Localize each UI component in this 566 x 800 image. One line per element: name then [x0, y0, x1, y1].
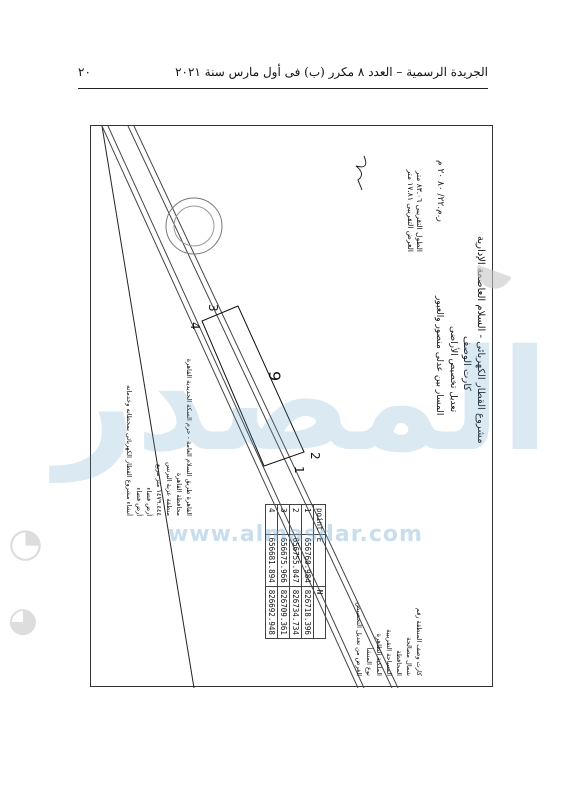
boundary-line [101, 126, 195, 688]
info-label: نوع المنشأ [365, 647, 373, 676]
publication-title: الجريدة الرسمية – العدد ٨ مكرر (ب) فى أو… [175, 65, 488, 79]
width-label: العرض التقريبى [406, 203, 415, 252]
watermark-grey-mark: ◕ [8, 600, 38, 640]
info-label: كارت وصف المنطقة رقم [415, 607, 423, 676]
info-label: الغرض من تعديل التخصيص [355, 602, 363, 676]
width-value: ١٧.٨١ [406, 182, 415, 201]
parcel-outline [201, 305, 305, 467]
table-cell: 826709.361 [277, 586, 290, 639]
table-cell: 826718.396 [301, 586, 314, 639]
rail-line [101, 126, 359, 688]
width-unit: متر [406, 169, 415, 180]
width-line: العرض التقريبى ١٧.٨١ متر [406, 132, 415, 252]
handwritten-code: ر.م.٢٢/ ٨٠ ٢٠ م [435, 160, 445, 222]
length-label: الطول التقريبى [415, 204, 424, 252]
table-cell: 826734.734 [289, 586, 302, 639]
info-labels: كارت وصف المنطقة رقم شمال مصالحة المحافظ… [354, 536, 424, 676]
watermark-logo-text: المصدر [55, 320, 553, 483]
watermark-grey-mark: ◔ [8, 520, 43, 566]
rail-line [127, 126, 393, 688]
length-unit: متر [415, 170, 424, 182]
rail-line [133, 126, 399, 688]
map-drawing: ر.م.٢٢/ ٨٠ ٢٠ م [101, 126, 445, 688]
info-label: شمال مصالحة [405, 637, 413, 676]
info-label: الملكية الظاهرة [375, 633, 383, 676]
point-label-3: 3 [206, 304, 220, 312]
table-header: N [313, 586, 326, 639]
info-label: المساحة التقريبية [385, 629, 393, 676]
watermark-url: www.almasdar.com [168, 522, 423, 547]
table-cell: 826692.948 [265, 586, 278, 639]
page-number: ٢٠ [78, 65, 91, 79]
dimensions-block: الطول التقريبى ٨٣.٠٦ متر العرض التقريبى … [406, 132, 424, 252]
signature [355, 155, 367, 191]
map-frame: ر.م.٢٢/ ٨٠ ٢٠ م مشروع القطار الكهربائى -… [90, 125, 494, 688]
info-label: المحافظة [395, 650, 403, 676]
length-value: ٨٣.٠٦ [415, 183, 424, 203]
official-seal [165, 197, 223, 255]
length-line: الطول التقريبى ٨٣.٠٦ متر [415, 132, 424, 252]
rail-line [107, 126, 365, 688]
official-seal-inner [173, 205, 215, 247]
header-rule [78, 88, 488, 89]
page-header: ٢٠ الجريدة الرسمية – العدد ٨ مكرر (ب) فى… [78, 62, 488, 82]
map-sheet: ر.م.٢٢/ ٨٠ ٢٠ م مشروع القطار الكهربائى -… [91, 126, 494, 688]
